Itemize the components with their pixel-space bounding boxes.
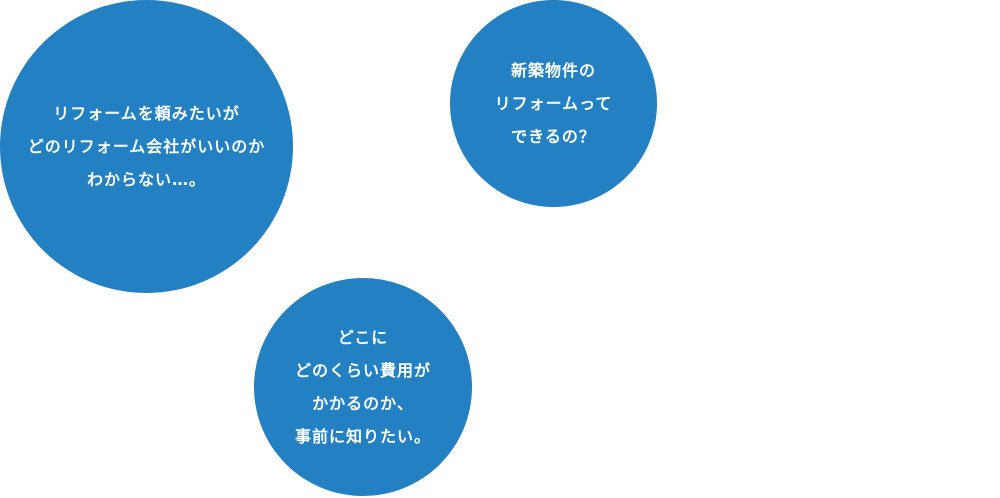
bubble-line: どこに: [337, 328, 389, 347]
concern-bubble-cost: どこに どのくらい費用が かかるのか、 事前に知りたい。: [254, 278, 472, 496]
bubble-line: どのくらい費用が: [294, 361, 431, 380]
bubble-line: できるの？: [511, 127, 596, 146]
bubble-line: わからない…。: [86, 170, 206, 189]
bubble-line: リフォームって: [494, 94, 613, 113]
concern-bubble-new-build: 新築物件の リフォームって できるの？: [450, 0, 657, 207]
bubble-line: 新築物件の: [510, 61, 596, 80]
bubble-line: どのリフォーム会社がいいのか: [27, 137, 266, 156]
bubble-line: 事前に知りたい。: [294, 427, 431, 446]
concern-bubble-company: リフォームを頼みたいが どのリフォーム会社がいいのか わからない…。: [0, 0, 293, 293]
bubble-line: かかるのか、: [312, 394, 414, 413]
bubble-line: リフォームを頼みたいが: [53, 104, 240, 123]
